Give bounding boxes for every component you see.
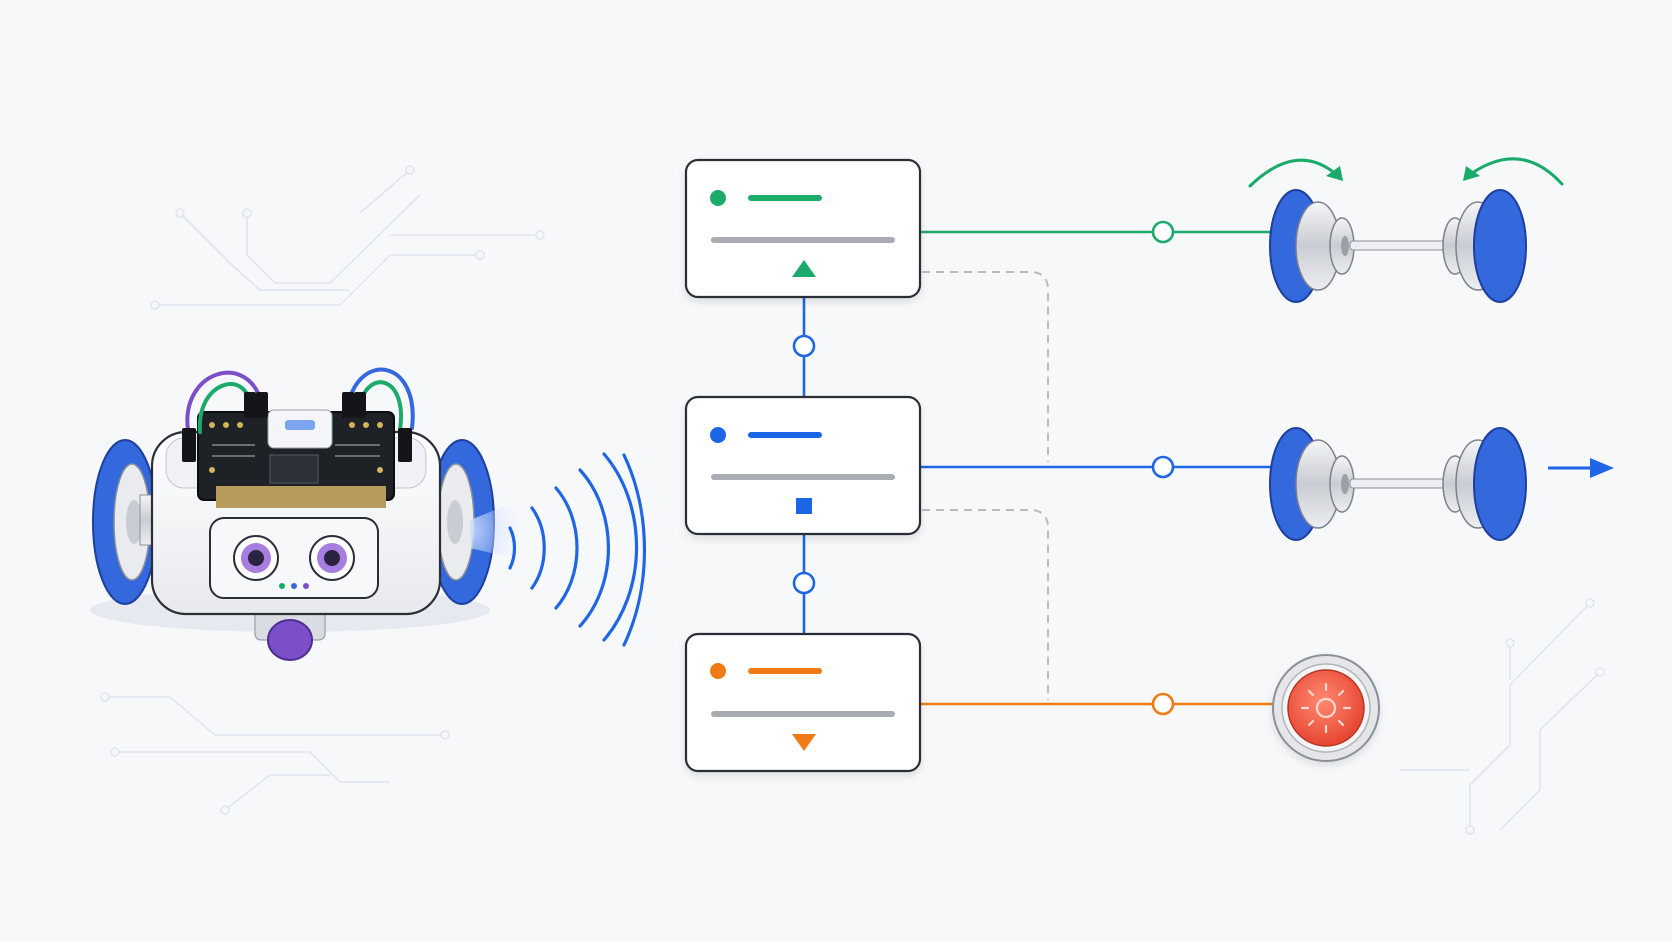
robot-caster-wheel — [254, 609, 326, 661]
square-icon — [796, 498, 812, 514]
circuit-decoration-top-left — [150, 165, 545, 310]
title-bar-blue — [748, 432, 822, 438]
chain-node-top — [792, 334, 816, 358]
card-backward[interactable] — [684, 632, 922, 773]
arrow-right-icon — [1548, 458, 1614, 478]
circuit-decoration-bottom-left — [100, 692, 450, 815]
controller-board — [197, 409, 395, 508]
rotation-arrows-icon — [1248, 157, 1564, 188]
output-line-orange — [920, 692, 1276, 716]
card-stop[interactable] — [684, 395, 922, 536]
title-bar-green — [748, 195, 822, 201]
output-line-green — [920, 220, 1276, 244]
chain-node-bottom — [792, 571, 816, 595]
output-line-blue — [920, 455, 1276, 479]
dashed-feedback-lines — [922, 271, 1049, 700]
triangle-up-icon — [792, 260, 816, 277]
rotating-axle-icon — [1248, 157, 1564, 303]
subtitle-bar — [711, 237, 895, 243]
subtitle-bar — [711, 711, 895, 717]
subtitle-bar — [711, 474, 895, 480]
title-bar-orange — [748, 668, 822, 674]
axle-with-arrow-icon — [1269, 427, 1614, 541]
status-dot-blue — [710, 427, 726, 443]
robot-car-icon — [90, 367, 520, 661]
card-forward[interactable] — [684, 158, 922, 299]
wireless-signal-icon — [508, 452, 647, 647]
warning-lamp-icon — [1272, 654, 1380, 762]
status-dot-orange — [710, 663, 726, 679]
card-chain-connectors — [792, 298, 816, 635]
status-dot-green — [710, 190, 726, 206]
triangle-down-icon — [792, 734, 816, 751]
ultrasonic-sensor — [209, 517, 379, 599]
circuit-decoration-bottom-right — [1400, 598, 1605, 835]
